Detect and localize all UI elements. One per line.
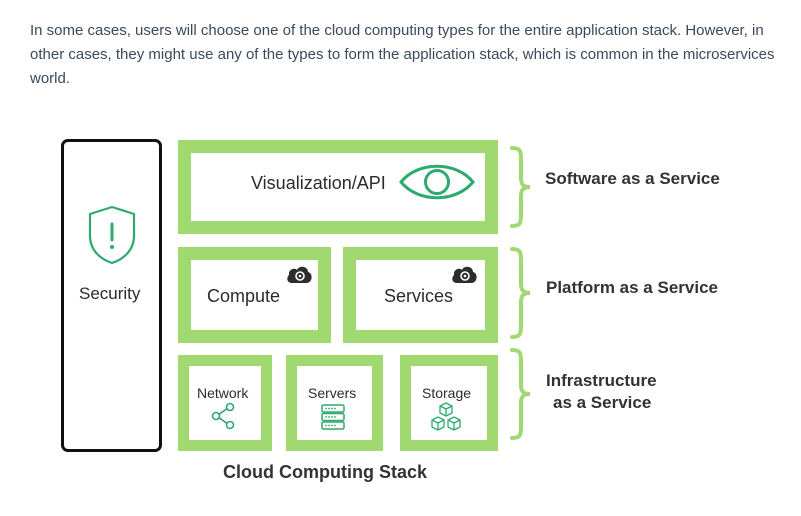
storage-cubes-icon	[430, 402, 462, 432]
iaas-brace-icon	[509, 348, 533, 440]
saas-brace-icon	[509, 146, 533, 228]
security-column	[61, 139, 162, 452]
services-box	[343, 247, 498, 343]
eye-icon	[398, 157, 476, 207]
share-network-icon	[210, 402, 238, 430]
compute-box	[178, 247, 331, 343]
intro-paragraph: In some cases, users will choose one of …	[30, 22, 775, 87]
paas-tier-label: Platform as a Service	[546, 278, 718, 297]
shield-icon	[86, 204, 138, 266]
cloud-gear-icon	[285, 263, 313, 287]
servers-label: Servers	[308, 385, 357, 401]
saas-tier-label: Software as a Service	[545, 169, 720, 188]
servers-box	[286, 355, 383, 451]
diagram-caption: Cloud Computing Stack	[223, 462, 427, 482]
security-label: Security	[79, 284, 141, 303]
storage-box	[400, 355, 498, 451]
iaas-tier-label-line2: as a Service	[553, 393, 652, 412]
network-label: Network	[197, 385, 249, 401]
storage-label: Storage	[422, 385, 472, 401]
compute-label: Compute	[207, 286, 281, 306]
saas-box	[178, 140, 498, 234]
network-box	[178, 355, 272, 451]
visualization-api-label: Visualization/API	[251, 173, 386, 193]
iaas-tier-label-line1: Infrastructure	[546, 371, 657, 390]
server-rack-icon	[320, 404, 346, 430]
cloud-gear-icon	[450, 263, 478, 287]
services-label: Services	[384, 286, 454, 306]
paas-brace-icon	[509, 247, 533, 339]
